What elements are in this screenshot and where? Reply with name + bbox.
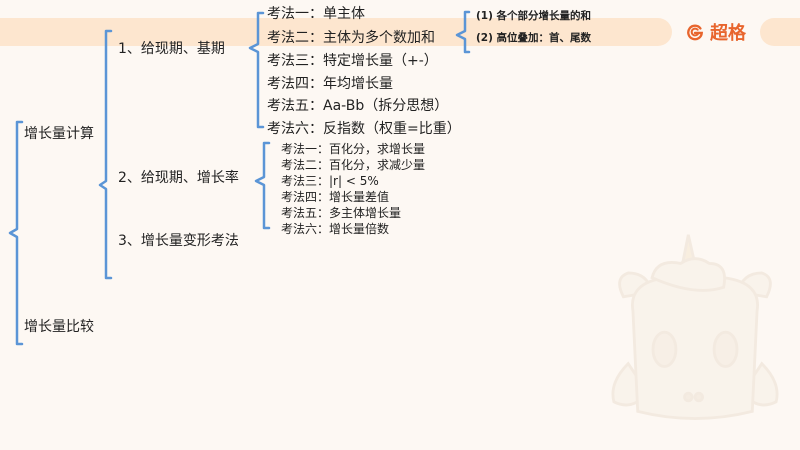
case1-method-6: 考法六：反指数（权重=比重） — [267, 121, 461, 137]
case1-method-5: 考法五：Aa-Bb（拆分思想） — [267, 98, 449, 114]
node-growth-calc: 增长量计算 — [24, 126, 94, 142]
brand-logo: 超格 — [686, 20, 746, 44]
case2-method-1: 考法一：百化分，求增长量 — [281, 142, 426, 156]
node-case-3: 3、增长量变形考法 — [118, 233, 239, 249]
case2-method-4: 考法四：增长量差值 — [281, 190, 390, 204]
case2-method-6: 考法六：增长量倍数 — [281, 222, 390, 236]
case1-method-4: 考法四：年均增长量 — [267, 76, 393, 92]
node-case-1: 1、给现期、基期 — [118, 41, 225, 57]
highlight-band-right — [760, 18, 800, 46]
case1-method-2: 考法二：主体为多个数加和 — [267, 30, 435, 46]
case2-method-5: 考法五：多主体增长量 — [281, 206, 402, 220]
unicorn-mascot-icon — [611, 234, 779, 420]
case2-method-3: 考法三：|r| < 5% — [281, 174, 379, 188]
node-growth-compare: 增长量比较 — [24, 319, 94, 335]
method2-sub-2: (2) 高位叠加：首、尾数 — [476, 32, 592, 44]
g-logo-icon — [687, 24, 704, 41]
method2-sub-1: (1) 各个部分增长量的和 — [476, 10, 592, 22]
case1-method-1: 考法一：单主体 — [267, 6, 365, 22]
node-case-2: 2、给现期、增长率 — [118, 170, 239, 186]
case1-method-3: 考法三：特定增长量（+-） — [267, 53, 438, 69]
brand-name: 超格 — [710, 23, 746, 44]
case2-method-2: 考法二：百化分，求减少量 — [281, 158, 426, 172]
